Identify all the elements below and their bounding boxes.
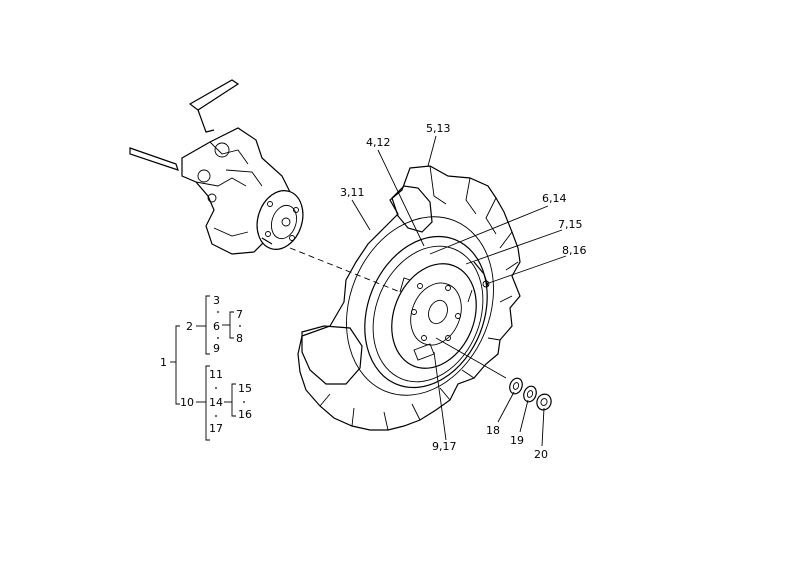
- tree-node-1: 1: [160, 356, 167, 369]
- nut-20: [536, 393, 552, 411]
- callout-9-17: 9,17: [432, 440, 457, 453]
- callout-19: 19: [510, 434, 524, 447]
- callout-20: 20: [534, 448, 548, 461]
- callout-8-16: 8,16: [562, 244, 587, 257]
- tree-node-7: 7: [236, 308, 243, 321]
- axle-hub-assembly: [129, 79, 304, 255]
- tree-node-8: 8: [236, 332, 243, 345]
- tree-node-11: 11: [209, 368, 223, 381]
- tree-node-17: 17: [209, 422, 223, 435]
- callout-6-14: 6,14: [542, 192, 567, 205]
- wheel-tyre: [297, 165, 521, 431]
- parts-hierarchy-tree: [170, 295, 245, 441]
- callout-5-13: 5,13: [426, 122, 451, 135]
- tree-node-2: 2: [186, 320, 193, 333]
- callout-18: 18: [486, 424, 500, 437]
- callout-3-11: 3,11: [340, 186, 365, 199]
- leader-lines: [351, 135, 567, 447]
- tree-node-10: 10: [180, 396, 194, 409]
- tree-node-3: 3: [213, 294, 220, 307]
- tree-node-6: 6: [213, 320, 220, 333]
- washer-19: [523, 385, 537, 403]
- tree-node-16: 16: [238, 408, 252, 421]
- tree-node-14: 14: [209, 396, 223, 409]
- callout-7-15: 7,15: [558, 218, 583, 231]
- callout-4-12: 4,12: [366, 136, 391, 149]
- tree-node-9: 9: [213, 342, 220, 355]
- tree-node-15: 15: [238, 382, 252, 395]
- washer-18: [509, 377, 523, 395]
- assembly-axis-line: [289, 247, 421, 301]
